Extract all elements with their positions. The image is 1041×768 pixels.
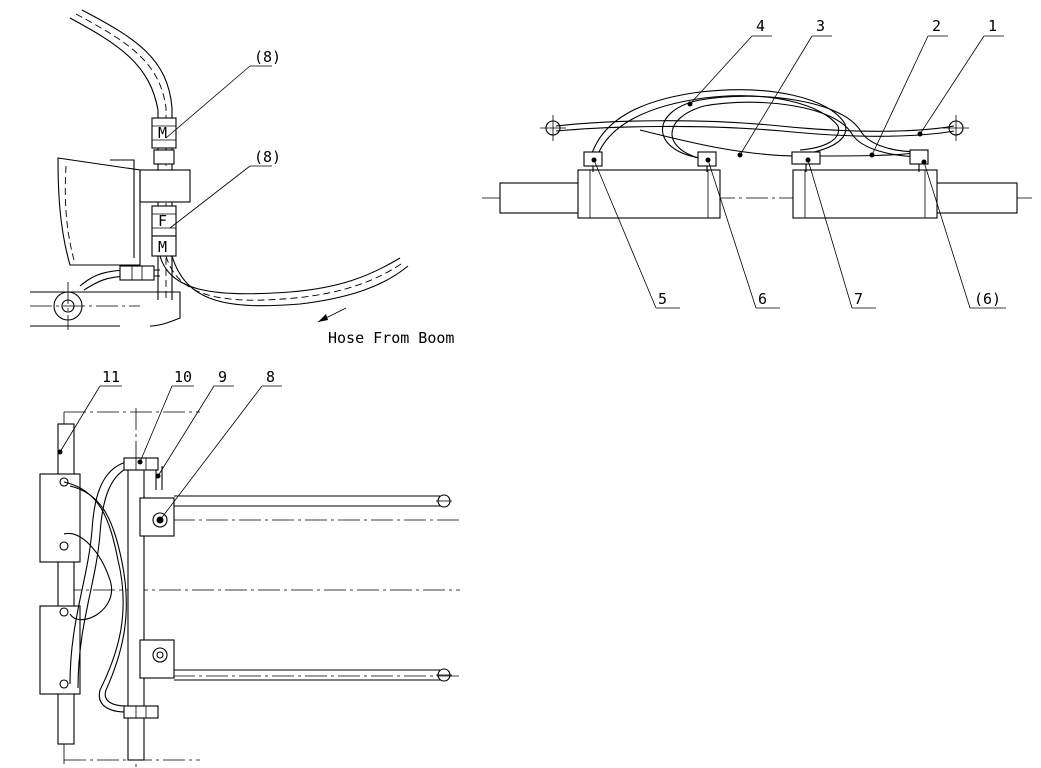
left-rod: [499, 182, 581, 214]
left-cylinder: [577, 169, 721, 219]
right-rod: [934, 182, 1018, 214]
callout-8-upper: (8): [254, 48, 281, 66]
callout-11: 11: [102, 368, 120, 386]
callout-3: 3: [816, 17, 825, 35]
callout-6-ref: (6): [974, 290, 1001, 308]
upper-fitting-label: M: [158, 124, 167, 142]
callout-7: 7: [854, 290, 863, 308]
callout-5: 5: [658, 290, 667, 308]
callout-1: 1: [988, 17, 997, 35]
callout-9: 9: [218, 368, 227, 386]
upper-cylinder-mount: [139, 497, 175, 537]
right-cylinder: [792, 169, 938, 219]
lower-fitting: [151, 205, 177, 237]
mounting-block: [139, 169, 191, 203]
callout-2: 2: [932, 17, 941, 35]
side-view: 11 10 9 8: [39, 368, 460, 768]
boom-hose-view: M F M (8) (8): [30, 9, 454, 347]
callout-8: 8: [266, 368, 275, 386]
callout-6: 6: [758, 290, 767, 308]
cylinder-front-view: 4 3 2 1 5 6 7 (6): [482, 17, 1035, 309]
left-mast: [57, 423, 75, 745]
lower-fitting-label: F: [158, 212, 167, 230]
lower-cylinder-mount: [139, 639, 175, 679]
lower-valve-block: [39, 605, 81, 695]
callout-10: 10: [174, 368, 192, 386]
hose-from-boom-note: Hose From Boom: [328, 329, 454, 347]
callout-4: 4: [756, 17, 765, 35]
mid-fitting-label: M: [158, 238, 167, 256]
callout-8-lower: (8): [254, 148, 281, 166]
